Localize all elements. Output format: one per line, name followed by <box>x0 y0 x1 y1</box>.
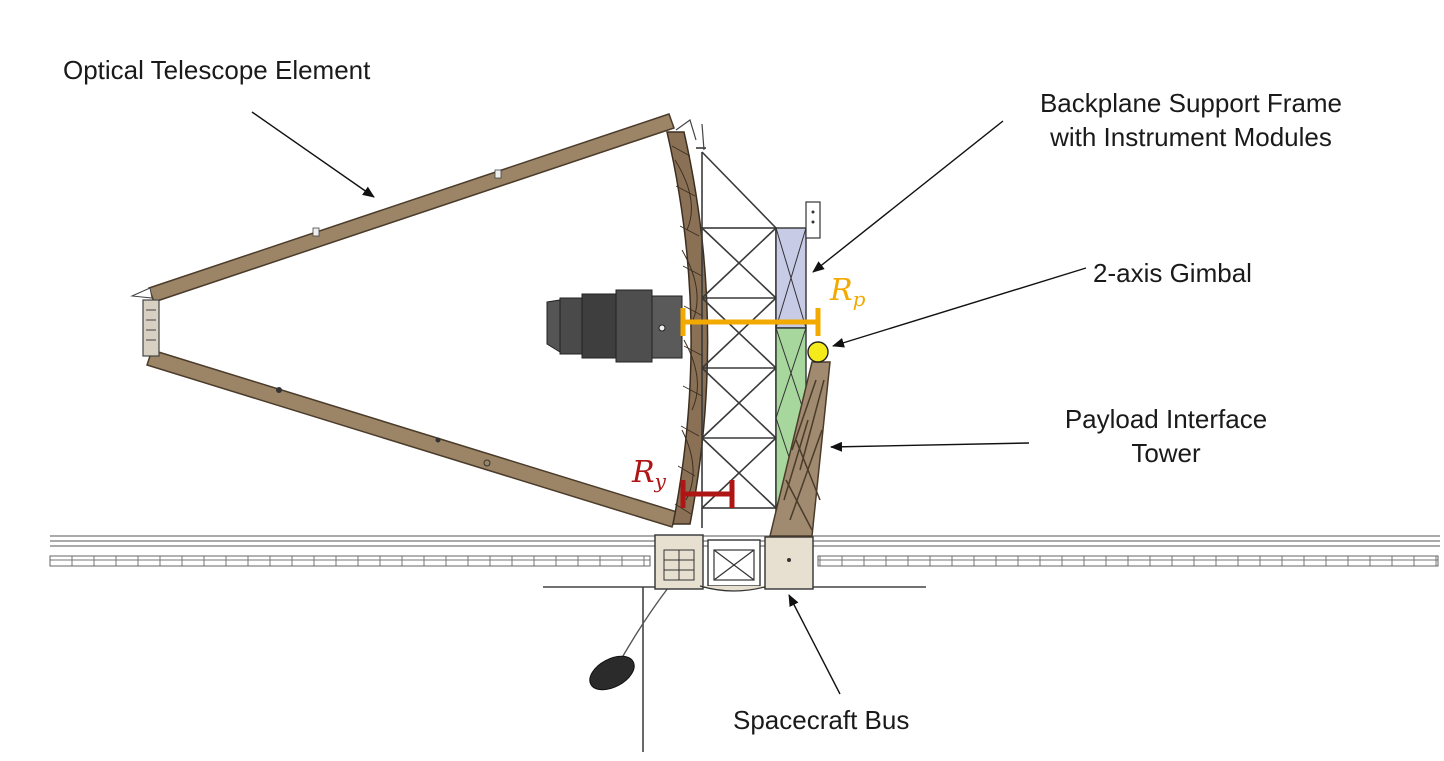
ote-truss <box>130 113 678 528</box>
spacecraft-bus <box>654 534 814 592</box>
tower-label-line2: Tower <box>1131 438 1201 468</box>
tower-label: Payload Interface Tower <box>1036 402 1296 470</box>
backplane-arrow <box>812 120 1004 273</box>
backplane-label: Backplane Support Frame with Instrument … <box>1006 86 1376 154</box>
tower-arrow <box>830 441 1030 452</box>
gimbal-ball <box>807 341 829 363</box>
gimbal-label: 2-axis Gimbal <box>1093 258 1252 288</box>
backplane-label-line2: with Instrument Modules <box>1050 122 1332 152</box>
rp-symbol-base: R <box>830 273 853 308</box>
ote-arrow <box>251 111 375 198</box>
ry-symbol-base: R <box>632 455 655 490</box>
bus-arrow <box>788 594 841 695</box>
backplane-label-line1: Backplane Support Frame <box>1039 88 1343 118</box>
bus-label: Spacecraft Bus <box>733 705 910 735</box>
payload-interface-tower <box>769 361 831 537</box>
rp-dimension-bar <box>680 308 821 336</box>
rp-symbol-sub: p <box>852 287 866 311</box>
rp-symbol: Rp <box>830 273 866 312</box>
ote-label: Optical Telescope Element <box>63 55 371 85</box>
gimbal-arrow <box>832 267 1087 348</box>
leader-arrows <box>251 111 1087 695</box>
instrument-barrel <box>546 289 683 363</box>
ry-symbol-sub: y <box>654 469 666 493</box>
ry-symbol: Ry <box>632 455 666 494</box>
antenna-dish <box>589 587 669 691</box>
ry-dimension-bar <box>680 480 735 508</box>
tower-label-line1: Payload Interface <box>1064 404 1268 434</box>
